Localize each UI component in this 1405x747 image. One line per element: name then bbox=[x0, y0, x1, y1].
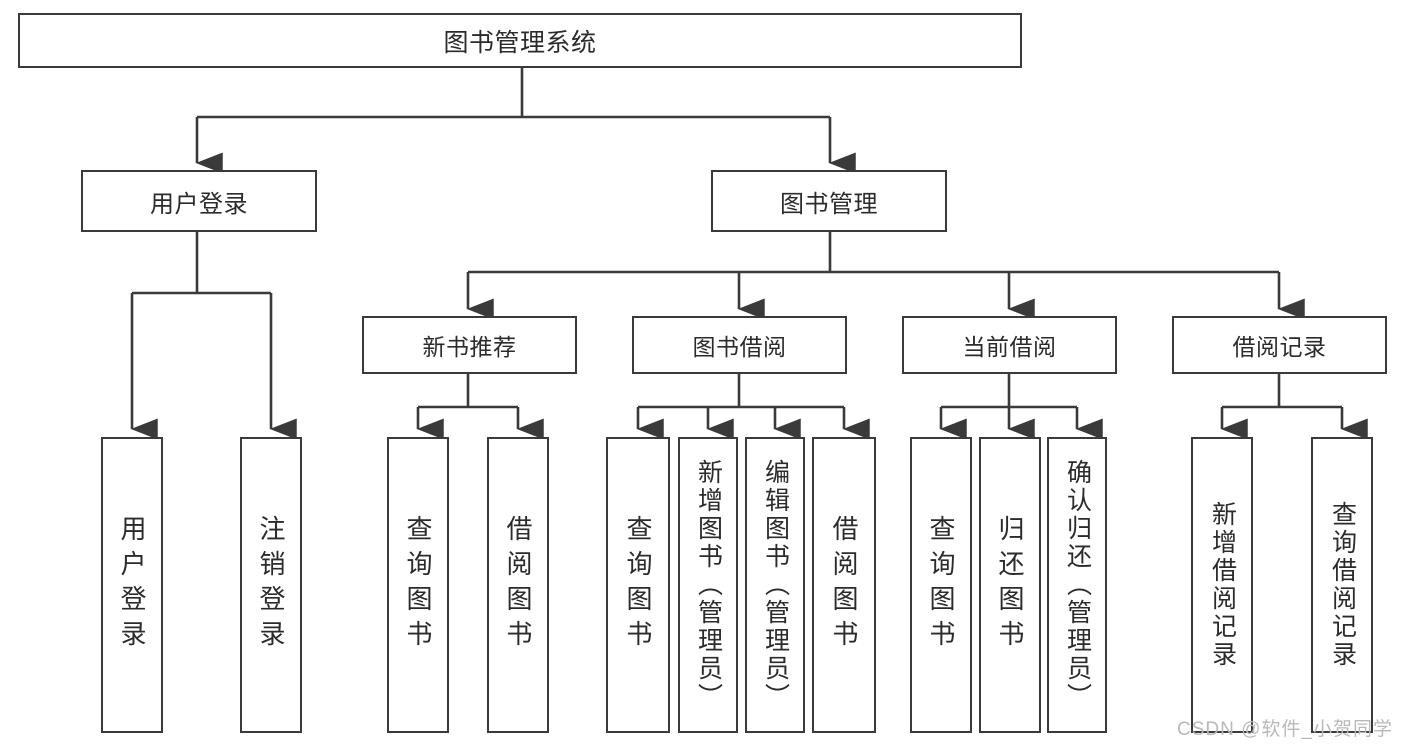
node-label: 图书借阅 bbox=[692, 334, 787, 360]
node-new-book-recommend[interactable]: 新书推荐 bbox=[362, 316, 577, 374]
node-label: 新书推荐 bbox=[422, 334, 517, 360]
leaf-confirm-return-admin[interactable]: 确认归还（管理员） bbox=[1047, 437, 1107, 733]
node-user-login[interactable]: 用户登录 bbox=[81, 170, 317, 232]
node-label: 借阅图书 bbox=[503, 515, 533, 655]
node-root-book-management-system[interactable]: 图书管理系统 bbox=[18, 13, 1022, 68]
node-label: 归还图书 bbox=[995, 515, 1025, 655]
node-label: 新增图书（管理员） bbox=[694, 459, 723, 711]
leaf-query-book-current[interactable]: 查询图书 bbox=[910, 437, 972, 733]
leaf-logout[interactable]: 注销登录 bbox=[240, 437, 302, 733]
node-label: 编辑图书（管理员） bbox=[761, 459, 790, 711]
leaf-borrow-book-recommend[interactable]: 借阅图书 bbox=[487, 437, 549, 733]
node-label: 借阅记录 bbox=[1232, 334, 1327, 360]
node-label: 借阅图书 bbox=[829, 515, 859, 655]
leaf-return-book[interactable]: 归还图书 bbox=[979, 437, 1041, 733]
node-borrow-records[interactable]: 借阅记录 bbox=[1172, 316, 1387, 374]
node-label: 查询图书 bbox=[623, 515, 653, 655]
node-label: 注销登录 bbox=[256, 515, 286, 655]
node-label: 查询图书 bbox=[403, 515, 433, 655]
leaf-add-book-admin[interactable]: 新增图书（管理员） bbox=[678, 437, 738, 733]
node-book-borrow[interactable]: 图书借阅 bbox=[632, 316, 847, 374]
leaf-query-book-recommend[interactable]: 查询图书 bbox=[387, 437, 449, 733]
leaf-add-borrow-record[interactable]: 新增借阅记录 bbox=[1191, 437, 1253, 733]
node-label: 确认归还（管理员） bbox=[1063, 459, 1092, 711]
node-label: 图书管理 bbox=[780, 190, 878, 218]
leaf-query-borrow-record[interactable]: 查询借阅记录 bbox=[1311, 437, 1373, 733]
node-book-management[interactable]: 图书管理 bbox=[711, 170, 947, 232]
node-current-borrow[interactable]: 当前借阅 bbox=[902, 316, 1117, 374]
watermark-text: CSDN @软件_小贺同学 bbox=[1177, 719, 1393, 740]
node-label: 查询图书 bbox=[926, 515, 956, 655]
leaf-borrow-book[interactable]: 借阅图书 bbox=[812, 437, 876, 733]
node-label: 图书管理系统 bbox=[443, 28, 597, 57]
node-label: 新增借阅记录 bbox=[1208, 501, 1237, 669]
node-label: 当前借阅 bbox=[962, 334, 1057, 360]
node-label: 用户登录 bbox=[117, 515, 147, 655]
node-label: 查询借阅记录 bbox=[1328, 501, 1357, 669]
leaf-user-login[interactable]: 用户登录 bbox=[101, 437, 163, 733]
node-label: 用户登录 bbox=[150, 190, 248, 218]
leaf-query-book-borrow[interactable]: 查询图书 bbox=[606, 437, 670, 733]
leaf-edit-book-admin[interactable]: 编辑图书（管理员） bbox=[745, 437, 805, 733]
